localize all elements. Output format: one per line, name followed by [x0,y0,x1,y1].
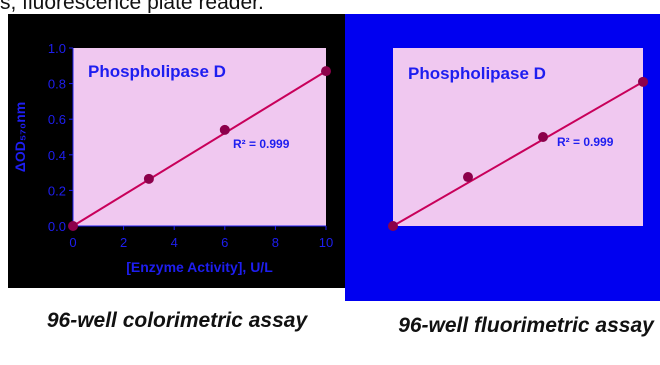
y-tick-label: 1.0 [48,41,66,56]
y-tick-label: 0.8 [48,77,66,92]
plot-area [393,48,643,226]
y-tick-label: 0.4 [48,148,66,163]
fluorimetric-chart-panel: Phospholipase D R² = 0.999 [345,14,660,301]
x-tick-label: 4 [171,235,178,250]
x-tick-label: 0 [69,235,76,250]
colorimetric-caption: 96-well colorimetric assay [46,309,308,332]
x-axis-label: [Enzyme Activity], U/L [126,259,273,275]
data-point [638,76,648,87]
header-text: s, fluorescence plate reader. [0,0,264,13]
y-tick-label: 0.0 [48,219,66,234]
data-point [219,124,230,135]
x-tick-label: 6 [221,235,228,250]
plot-area [73,48,326,226]
x-tick-label: 8 [272,235,279,250]
r-squared-annotation: R² = 0.999 [233,137,290,151]
fit-line [72,70,327,227]
fit-line [392,80,644,227]
fluorimetric-caption: 96-well fluorimetric assay [398,314,654,337]
data-point [68,221,78,231]
data-point [321,66,331,77]
x-tick-label: 2 [120,235,127,250]
data-point [538,132,548,142]
fluorimetric-chart: Phospholipase D R² = 0.999 [388,48,648,231]
y-tick-label: 0.6 [48,112,66,127]
data-point [463,172,473,183]
y-tick-label: 0.2 [48,183,66,198]
data-point [143,173,154,184]
colorimetric-chart: 0.0 0.2 0.4 0.6 0.8 1.0 0 2 4 6 8 10 [Enzyme Activit… [12,41,333,275]
r-squared-annotation: R² = 0.999 [557,135,614,149]
data-point [388,221,398,231]
x-tick-label: 10 [319,235,333,250]
chart-title: Phospholipase D [408,64,546,83]
chart-title: Phospholipase D [88,62,226,81]
colorimetric-chart-panel: 0.0 0.2 0.4 0.6 0.8 1.0 0 2 4 6 8 10 [Enzyme Activit… [8,14,345,288]
y-axis-label: ΔOD₅₇₀nm [12,102,28,172]
